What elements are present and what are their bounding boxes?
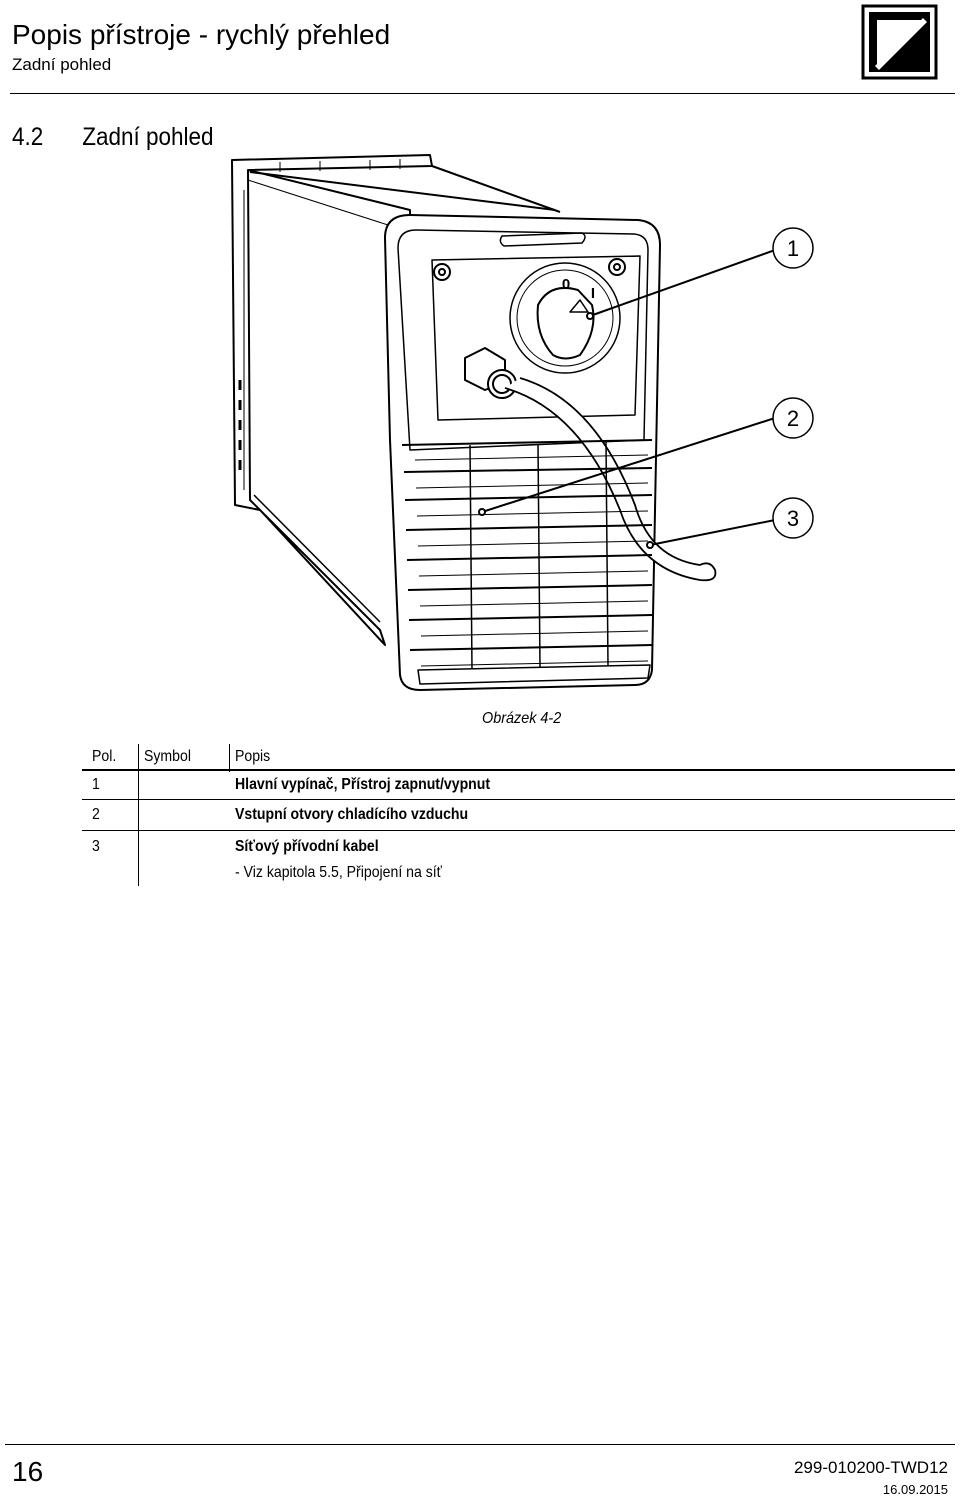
callout-3: 3 bbox=[787, 506, 799, 531]
table-header-rule bbox=[82, 769, 955, 771]
table-row-rule bbox=[82, 799, 955, 800]
document-id: 299-010200-TWD12 bbox=[793, 1458, 948, 1477]
header-desc: Popis bbox=[235, 748, 271, 765]
table-row-rule bbox=[82, 830, 955, 831]
footer-divider bbox=[5, 1444, 955, 1445]
row-2-desc: Vstupní otvory chladícího vzduchu bbox=[235, 806, 469, 823]
row-2-pos: 2 bbox=[92, 806, 100, 823]
document-date: 16.09.2015 bbox=[882, 1482, 948, 1497]
brand-logo-icon bbox=[861, 4, 938, 80]
header-divider bbox=[10, 93, 955, 94]
row-1-pos: 1 bbox=[92, 776, 100, 793]
page-number: 16 bbox=[12, 1456, 44, 1487]
header-symbol: Symbol bbox=[144, 748, 191, 765]
row-3-desc: Síťový přívodní kabel bbox=[235, 838, 379, 855]
header-pos: Pol. bbox=[92, 748, 117, 765]
row-1-desc: Hlavní vypínač, Přístroj zapnut/vypnut bbox=[235, 776, 491, 793]
section-title: Zadní pohled bbox=[82, 123, 214, 151]
row-3-note: - Viz kapitola 5.5, Připojení na síť bbox=[235, 864, 442, 881]
table-col-divider bbox=[229, 744, 230, 772]
page-title: Popis přístroje - rychlý přehled bbox=[12, 19, 391, 50]
callout-2: 2 bbox=[787, 406, 799, 431]
device-rear-view-illustration: 1 2 3 0 I bbox=[231, 154, 814, 691]
switch-label-off: 0 bbox=[562, 276, 570, 293]
section-number: 4.2 bbox=[12, 123, 44, 151]
row-3-pos: 3 bbox=[92, 838, 100, 855]
table-col-divider bbox=[138, 744, 139, 886]
page-subtitle: Zadní pohled bbox=[12, 55, 112, 74]
switch-label-on: I bbox=[591, 285, 595, 302]
figure-caption: Obrázek 4-2 bbox=[482, 710, 562, 727]
callout-1: 1 bbox=[787, 236, 799, 261]
section-heading: 4.2 Zadní pohled bbox=[12, 122, 214, 152]
